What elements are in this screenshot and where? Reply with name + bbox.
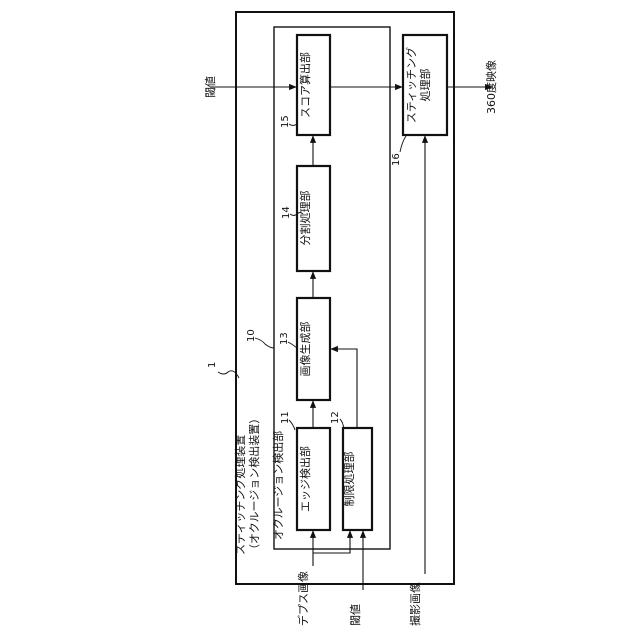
ref-13: 13 [279,332,290,345]
ref-11: 11 [280,411,291,424]
device-title: スティッチング処理装置 [233,435,247,555]
ref-16: 16 [391,153,402,166]
image-generation-label: 画像生成部 [298,322,312,377]
ref-14: 14 [281,206,292,219]
stitching-processing-label-1: スティッチング [404,47,418,123]
output-label: 360度映像 [484,60,498,114]
stitching-processing-label-2: 処理部 [418,69,432,102]
leader-16 [400,136,406,152]
ref-1: 1 [207,362,218,368]
occlusion-unit-title: オクルージョン検出部 [271,431,285,540]
depth-image-label: デプス画像 [296,571,310,626]
leader-10 [255,338,274,348]
edge-detection-label: エッジ検出部 [298,446,312,512]
ref-12: 12 [330,411,341,424]
captured-image-label: 撮影画像 [408,582,422,626]
division-processing-label: 分割処理部 [298,191,312,246]
device-subtitle: （オクルージョン検出装置） [247,413,261,555]
threshold-input-label: 閾値 [204,76,217,98]
threshold-bottom-label: 閾値 [349,604,362,626]
ref-15: 15 [280,115,291,128]
device-title-group: スティッチング処理装置 （オクルージョン検出装置） [233,413,261,555]
score-calculation-label: スコア算出部 [298,52,312,118]
ref-10: 10 [246,329,257,342]
limit-processing-label: 制限処理部 [342,452,356,507]
